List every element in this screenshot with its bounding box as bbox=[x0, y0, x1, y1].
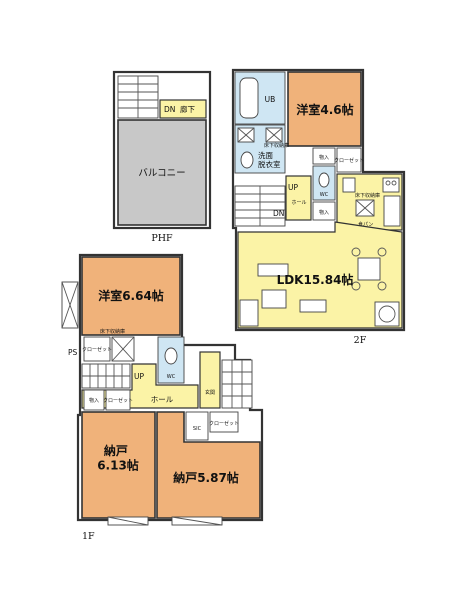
2f-table-icon bbox=[261, 289, 287, 309]
1f-closet-left-label: クローゼット bbox=[103, 397, 133, 404]
phf-hall-label: 廊下 bbox=[180, 104, 195, 114]
2f-storage-top bbox=[312, 147, 336, 165]
second-floor-plan: 洋室4.6帖 UB 床下収納庫 洗面 脱衣室 物入 クローゼット WC bbox=[231, 68, 406, 346]
2f-dining-table-icon bbox=[357, 257, 381, 281]
1f-hall-label: ホール bbox=[151, 395, 174, 404]
1f-entrance bbox=[199, 351, 221, 409]
2f-closet-top-label: クローゼット bbox=[334, 157, 364, 164]
1f-stair-up-label: UP bbox=[134, 372, 144, 381]
phf-floor-label: PHF bbox=[151, 233, 173, 244]
1f-window-left bbox=[107, 516, 149, 526]
1f-entrance-label: 玄関 bbox=[205, 389, 215, 396]
1f-storage-left-label: 物入 bbox=[89, 397, 99, 404]
1f-balcony-left bbox=[61, 281, 79, 329]
phf-plan: DN 廊下 バルコニー PHF bbox=[112, 70, 212, 244]
1f-floor-label: 1F bbox=[82, 531, 95, 542]
2f-stair bbox=[234, 185, 286, 227]
1f-shoe-closet bbox=[185, 411, 209, 441]
2f-tv-board-icon bbox=[299, 299, 327, 313]
2f-bedroom-label: 洋室4.6帖 bbox=[296, 102, 353, 117]
phf-stair-label: DN bbox=[164, 105, 175, 114]
1f-stair bbox=[81, 363, 131, 389]
phf-stair bbox=[117, 75, 159, 119]
balcony-label: バルコニー bbox=[138, 168, 185, 179]
2f-bedroom bbox=[287, 71, 362, 147]
2f-kitchen-storage-label: 床下収納庫 bbox=[355, 192, 380, 199]
2f-storage-top-label: 物入 bbox=[319, 154, 329, 161]
1f-storeroom-right bbox=[156, 411, 261, 519]
1f-porch bbox=[221, 359, 253, 409]
2f-wash-room-label: 洗面 脱衣室 bbox=[258, 150, 281, 169]
2f-sink-counter-icon bbox=[383, 195, 401, 227]
phf-hall bbox=[159, 99, 207, 119]
2f-sofa-icon bbox=[257, 263, 289, 277]
2f-hall-label: ホール bbox=[291, 200, 306, 206]
1f-ps-left-label: PS bbox=[68, 348, 78, 357]
phf-outline bbox=[112, 70, 212, 230]
bathtub-icon bbox=[239, 77, 259, 119]
1f-closet-bedroom-label: クローゼット bbox=[82, 346, 112, 353]
1f-underfloor-storage-label: 床下収納庫 bbox=[100, 328, 125, 335]
2f-storage-hall bbox=[312, 201, 336, 221]
2f-toilet-label: WC bbox=[320, 192, 329, 198]
1f-closet-right-label: クローゼット bbox=[209, 420, 239, 427]
2f-closet-top bbox=[336, 147, 362, 173]
2f-stair-up-label: UP bbox=[288, 183, 298, 192]
1f-closet-left bbox=[105, 389, 131, 411]
2f-hall bbox=[285, 175, 312, 221]
1f-closet-right bbox=[209, 411, 239, 433]
1f-bedroom bbox=[81, 256, 181, 336]
2f-shelf-icon bbox=[239, 299, 259, 327]
1f-storage-left bbox=[83, 389, 105, 411]
2f-stove-icon bbox=[382, 177, 400, 193]
1f-toilet-icon bbox=[164, 347, 178, 365]
2f-outline bbox=[231, 68, 406, 332]
2f-bath-label: UB bbox=[265, 95, 276, 104]
2f-underfloor-storage-label: 床下収納庫 bbox=[264, 142, 289, 149]
1f-storeroom-left-label: 納戸 6.13帖 bbox=[97, 443, 139, 472]
1f-storeroom-right-label: 納戸5.87帖 bbox=[173, 470, 239, 485]
2f-fridge-icon bbox=[342, 177, 356, 193]
1f-window-right bbox=[171, 516, 223, 526]
balcony-area bbox=[117, 119, 207, 226]
1f-bedroom-label: 洋室6.64帖 bbox=[98, 288, 164, 303]
1f-shoe-closet-label: SIC bbox=[193, 426, 202, 432]
toilet-icon bbox=[318, 172, 330, 188]
1f-toilet-label: WC bbox=[167, 374, 176, 380]
2f-stair-dn-label: DN bbox=[273, 209, 284, 218]
2f-floor-label: 2F bbox=[354, 335, 367, 346]
sink-icon bbox=[240, 151, 254, 169]
first-floor-plan: 洋室6.64帖 クローゼット 床下収納庫 PS WC bbox=[61, 253, 264, 542]
1f-closet-bedroom bbox=[83, 336, 111, 362]
2f-storage-hall-label: 物入 bbox=[319, 209, 329, 216]
2f-pantry-label: 食パン bbox=[358, 221, 373, 228]
2f-ldk-label: LDK15.84帖 bbox=[277, 272, 354, 287]
